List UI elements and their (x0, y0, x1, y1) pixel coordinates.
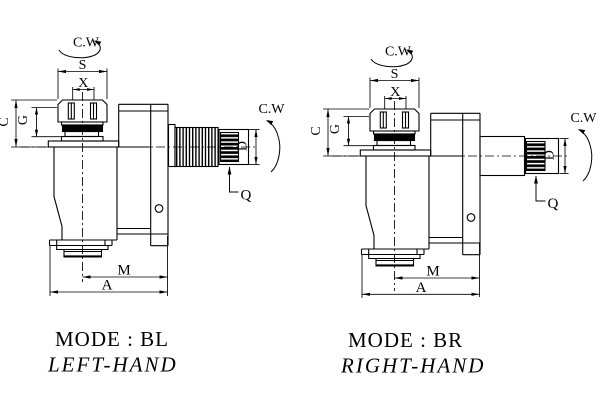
dim-m-group (394, 243, 480, 297)
label-q: Q (548, 196, 559, 212)
q-leader (534, 175, 546, 202)
label-cw-top: C.W (385, 45, 412, 60)
dim-a-group (361, 255, 480, 298)
end-cap (524, 137, 560, 175)
shaft-plain (479, 135, 560, 177)
label-cw-side: C.W (570, 111, 597, 126)
label-c: C (0, 117, 12, 126)
label-s: S (391, 67, 399, 82)
toolholder-left (10, 39, 281, 283)
label-c: C (309, 126, 324, 135)
dim-d-group (559, 138, 569, 174)
plain-shaft-section (479, 135, 526, 177)
hand-title-right: RIGHT-HAND (340, 354, 485, 378)
label-cw-side: C.W (258, 102, 285, 117)
label-g: G (328, 124, 343, 134)
label-m: M (426, 264, 439, 280)
label-cw-top: C.W (73, 36, 100, 51)
q-leader-line (535, 176, 546, 202)
dim-a-group (49, 246, 168, 296)
figure-left: C.W C.W S X C G D Q M A (0, 36, 285, 296)
label-s: S (79, 58, 87, 73)
knurl-grip (219, 131, 240, 163)
label-m: M (117, 263, 130, 279)
hand-title-left: LEFT-HAND (47, 353, 178, 377)
label-x: X (390, 85, 400, 100)
label-a: A (102, 278, 113, 294)
dim-d-group (249, 129, 260, 165)
label-a: A (416, 280, 427, 296)
q-arrowhead-icon (227, 166, 232, 175)
q-leader (227, 166, 239, 193)
label-g: G (16, 115, 31, 125)
mode-title-right: MODE : BR (348, 328, 463, 352)
dim-m-group (82, 236, 168, 296)
shaft-threaded (167, 123, 250, 168)
q-leader-line (229, 167, 239, 193)
label-x: X (78, 76, 88, 91)
toolholder-right (322, 48, 593, 292)
label-q: Q (241, 188, 252, 204)
shaft-root (167, 123, 176, 168)
q-arrowhead-icon (534, 175, 538, 184)
label-d: D (543, 150, 558, 160)
figure-titles: MODE : BL LEFT-HAND MODE : BR RIGHT-HAND (47, 327, 485, 378)
knurl-grip (525, 140, 546, 172)
figure-right: C.W C.W S X C G D Q M A (309, 45, 597, 298)
threaded-section (174, 126, 219, 168)
end-cap (218, 128, 250, 166)
mode-title-left: MODE : BL (55, 327, 169, 351)
label-d: D (236, 141, 251, 151)
